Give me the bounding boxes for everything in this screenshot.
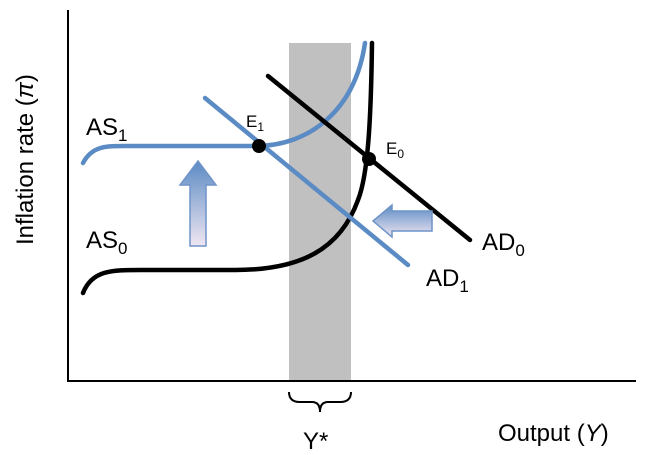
- ad1-label: AD1: [426, 265, 469, 296]
- e1-label: E1: [246, 112, 264, 134]
- potential-output-brace: [288, 391, 352, 413]
- ad0-label: AD0: [482, 229, 525, 260]
- as1-curve: [80, 40, 368, 166]
- equilibrium-point-e1: [252, 139, 266, 153]
- ad1-line: [202, 95, 411, 268]
- as0-curve: [80, 40, 375, 296]
- as1-label: AS1: [86, 114, 127, 145]
- equilibrium-point-e0: [362, 152, 376, 166]
- e0-label: E0: [386, 139, 404, 161]
- as-shift-up-arrow: [178, 159, 218, 247]
- ad-shift-left-arrow: [371, 203, 433, 239]
- potential-output-label: Y*: [303, 428, 328, 455]
- x-axis-title: Output (Y): [498, 420, 609, 447]
- as0-label: AS0: [86, 227, 127, 258]
- y-axis-title: Inflation rate (π): [12, 74, 39, 245]
